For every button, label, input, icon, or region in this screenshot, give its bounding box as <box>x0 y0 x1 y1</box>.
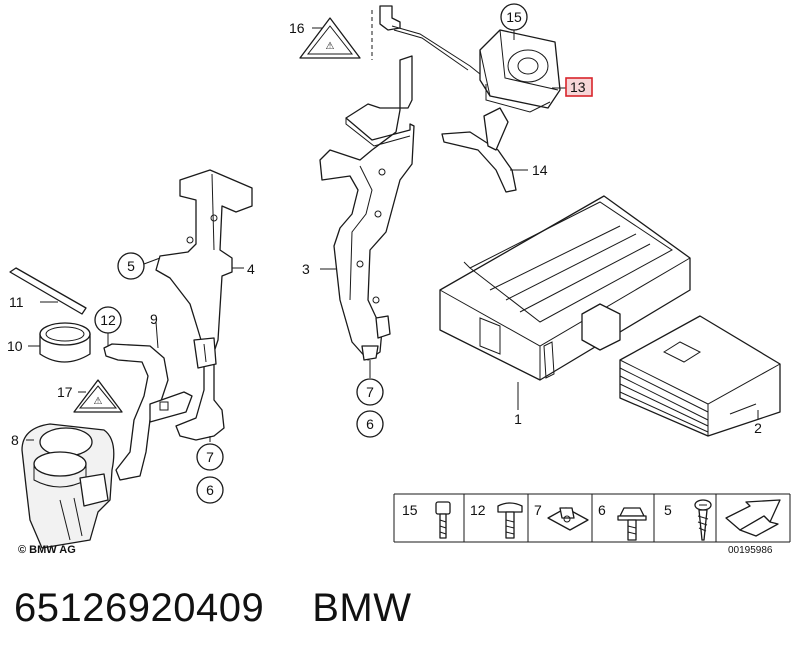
part-2-cd-magazine: 2 <box>619 315 781 437</box>
legend-label-15: 15 <box>402 502 418 518</box>
callout-11: 11 <box>9 294 24 310</box>
callout-14: 14 <box>532 162 548 178</box>
callout-7-left: 7 <box>206 449 214 465</box>
warning-pictogram-icon: ⚠ <box>326 41 335 52</box>
legend-label-7: 7 <box>534 502 542 518</box>
brand-name: BMW <box>312 586 412 630</box>
part-9-strap-bracket: 12 9 <box>94 306 193 481</box>
callout-17: 17 <box>57 384 73 400</box>
part-number-footer: 65126920409 BMW <box>14 586 411 631</box>
self-tapping-screw-icon <box>694 499 712 541</box>
callout-15: 15 <box>506 9 522 25</box>
part-15-fan: 15 <box>479 3 561 113</box>
callout-1: 1 <box>514 411 522 427</box>
part-16-warning-label: ⚠ 16 <box>289 17 361 59</box>
callout-7-center: 7 <box>366 384 374 400</box>
part-13-callout-highlighted: 13 <box>552 77 593 97</box>
callout-5: 5 <box>127 258 135 274</box>
fan-cable <box>371 5 481 75</box>
callout-3: 3 <box>302 261 310 277</box>
part-1-cd-changer: 1 <box>439 195 691 427</box>
legend-label-12: 12 <box>470 502 486 518</box>
copyright-notice: © BMW AG <box>18 544 76 556</box>
hex-bolt-icon <box>617 507 647 541</box>
legend-label-5: 5 <box>664 502 672 518</box>
callout-16: 16 <box>289 20 305 36</box>
part-14-fan-bracket: 14 <box>441 107 548 193</box>
callout-8: 8 <box>11 432 19 448</box>
part-8-reservoir: 8 <box>11 423 115 549</box>
callout-9: 9 <box>150 311 158 327</box>
spring-nut-icon <box>547 507 589 531</box>
legend-label-6: 6 <box>598 502 606 518</box>
socket-head-bolt-icon <box>435 501 451 539</box>
part-3-holder-bracket: 3 7 6 <box>302 55 415 438</box>
arrow-navigation-icon <box>725 499 781 537</box>
callout-6-left: 6 <box>206 482 214 498</box>
fastener-legend: 15 12 7 6 5 <box>393 493 791 556</box>
callout-12: 12 <box>100 312 116 328</box>
part-10-cap: 10 <box>7 322 91 363</box>
callout-6-center: 6 <box>366 416 374 432</box>
callout-10: 10 <box>7 338 23 354</box>
round-head-bolt-icon <box>497 502 523 539</box>
part-17-warning-label: ⚠ 17 <box>57 379 123 413</box>
part-number: 65126920409 <box>14 586 265 630</box>
warning-pictogram-icon-2: ⚠ <box>94 396 103 407</box>
callout-13: 13 <box>570 79 586 95</box>
callout-2: 2 <box>754 420 762 436</box>
part-4-mounting-bracket: 4 5 7 6 <box>117 169 255 504</box>
callout-4: 4 <box>247 261 255 277</box>
diagram-number: 00195986 <box>728 545 773 556</box>
part-11-cable-tie: 11 <box>9 267 87 315</box>
